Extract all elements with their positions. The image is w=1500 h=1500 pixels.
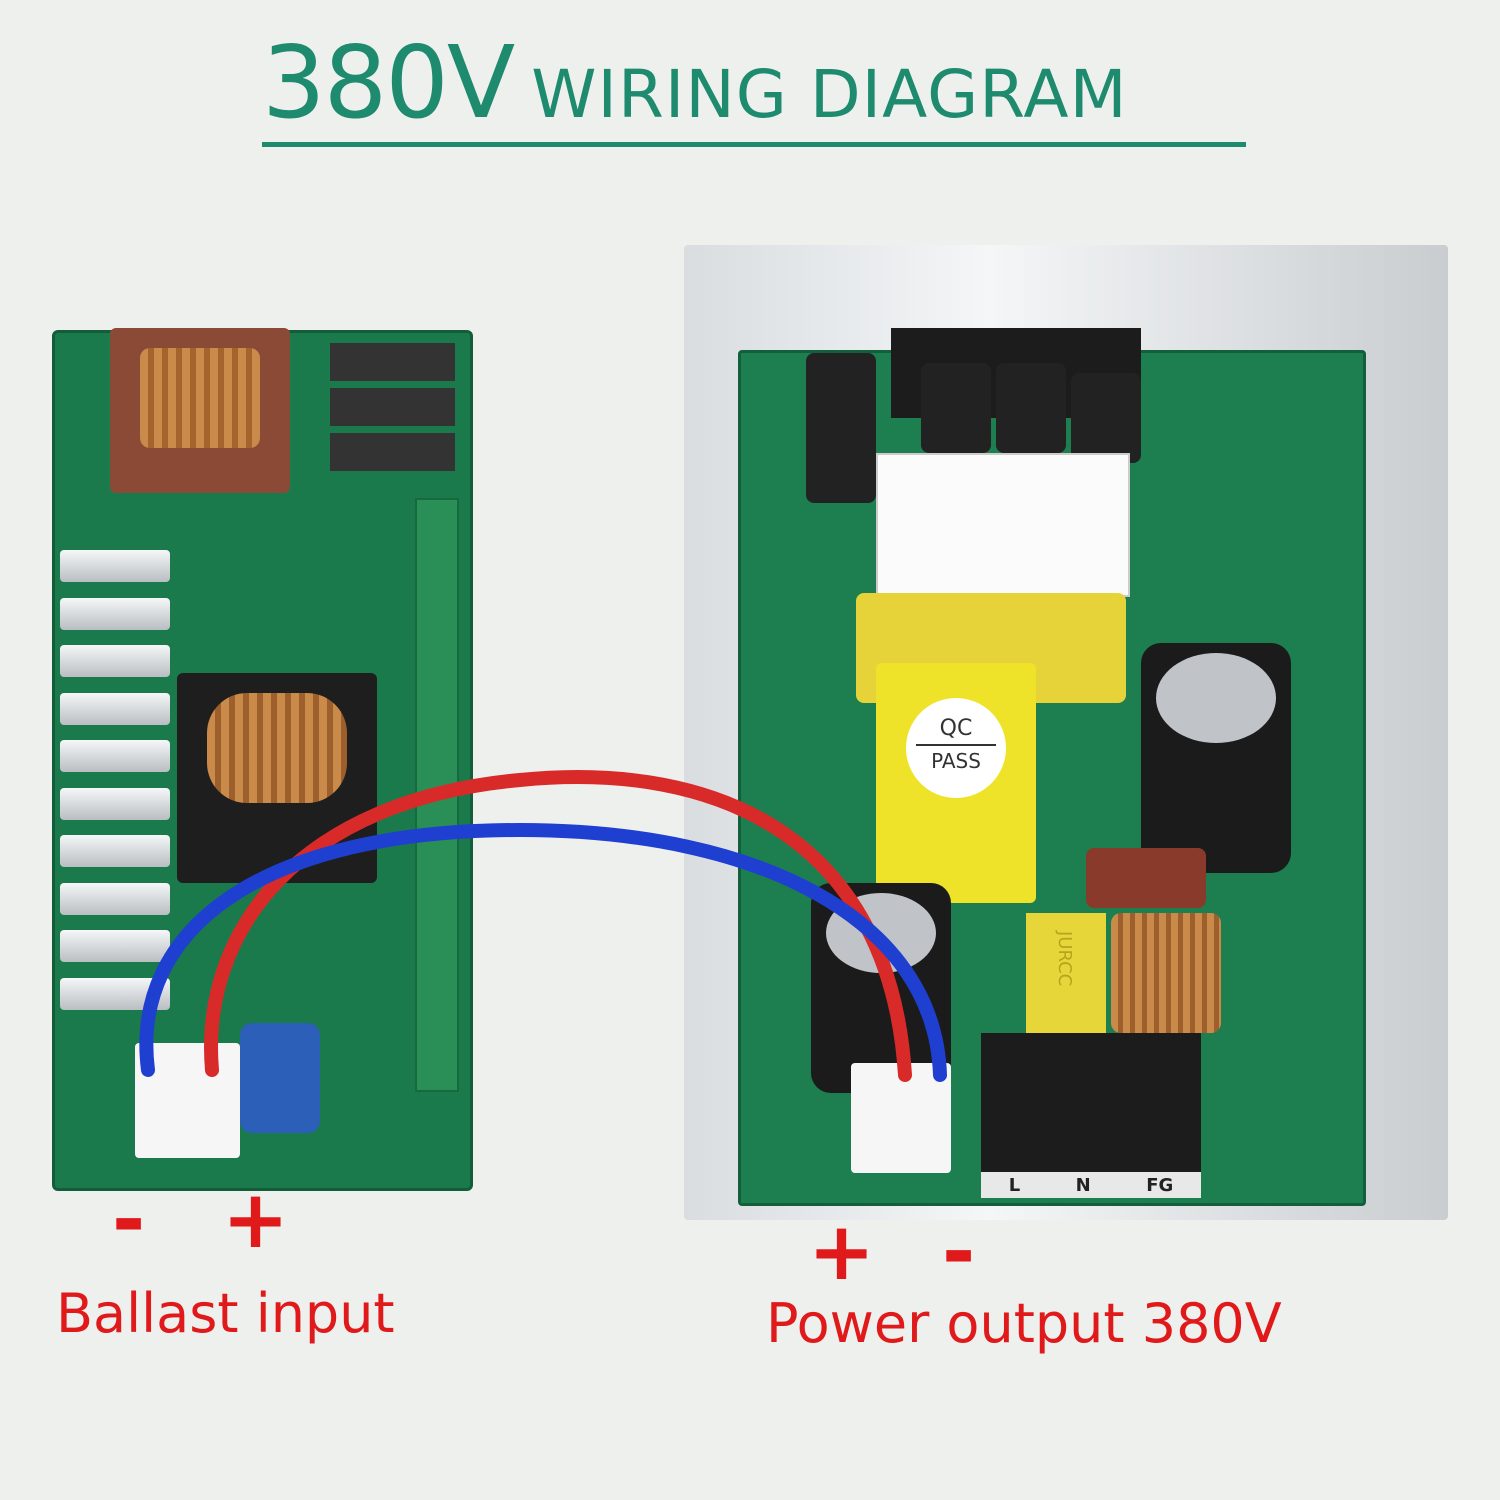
capacitor-block-3 bbox=[330, 433, 455, 471]
power-output-connector bbox=[851, 1063, 951, 1173]
power-supply-board: QC PASS JURCC L N FG bbox=[738, 328, 1366, 1206]
heatsink-fin bbox=[60, 978, 170, 1010]
inductor-680 bbox=[240, 1023, 320, 1133]
heatsink-fin bbox=[60, 740, 170, 772]
coil-transformer bbox=[110, 328, 290, 493]
capacitor bbox=[1071, 373, 1141, 463]
filter-capacitor-red bbox=[1086, 848, 1206, 908]
ballast-minus-sign: - bbox=[112, 1173, 146, 1266]
terminal-n: N bbox=[1075, 1174, 1091, 1196]
jurcc-capacitor: JURCC bbox=[1026, 913, 1106, 1033]
output-minus-sign: - bbox=[942, 1205, 976, 1298]
sticker-qc: QC bbox=[939, 716, 973, 741]
ballast-connector bbox=[135, 1043, 240, 1158]
capacitor bbox=[921, 363, 991, 453]
heatsink-fin bbox=[60, 598, 170, 630]
title-voltage: 380V bbox=[262, 24, 515, 141]
input-terminal-block: L N FG bbox=[981, 1033, 1201, 1198]
power-output-caption: Power output 380V bbox=[766, 1292, 1282, 1355]
daughter-board bbox=[415, 498, 459, 1092]
terminal-fg: FG bbox=[1146, 1174, 1174, 1196]
output-plus-sign: + bbox=[808, 1205, 876, 1298]
title-heading: WIRING DIAGRAM bbox=[531, 56, 1128, 133]
heatsink-fin bbox=[60, 835, 170, 867]
heatsink-fin bbox=[60, 693, 170, 725]
terminal-l: L bbox=[1008, 1174, 1021, 1196]
common-mode-choke bbox=[1111, 913, 1221, 1033]
capacitor bbox=[996, 363, 1066, 453]
heatsink-fin bbox=[60, 788, 170, 820]
large-capacitor bbox=[1141, 643, 1291, 873]
jurcc-label: JURCC bbox=[1054, 931, 1075, 987]
qc-transformer: QC PASS bbox=[876, 663, 1036, 903]
spec-label bbox=[876, 453, 1130, 597]
capacitor bbox=[806, 353, 876, 503]
heatsink-fin bbox=[60, 550, 170, 582]
heatsink-fin bbox=[60, 930, 170, 962]
ballast-plus-sign: + bbox=[222, 1173, 290, 1266]
main-transformer bbox=[177, 673, 377, 883]
capacitor-block-2 bbox=[330, 388, 455, 426]
bottom-capacitor bbox=[811, 883, 951, 1093]
qc-pass-sticker: QC PASS bbox=[906, 698, 1006, 798]
heatsink-fin bbox=[60, 883, 170, 915]
ballast-input-caption: Ballast input bbox=[56, 1282, 395, 1345]
sticker-pass: PASS bbox=[931, 749, 981, 773]
heatsink-fin bbox=[60, 645, 170, 677]
capacitor-block-1 bbox=[330, 343, 455, 381]
